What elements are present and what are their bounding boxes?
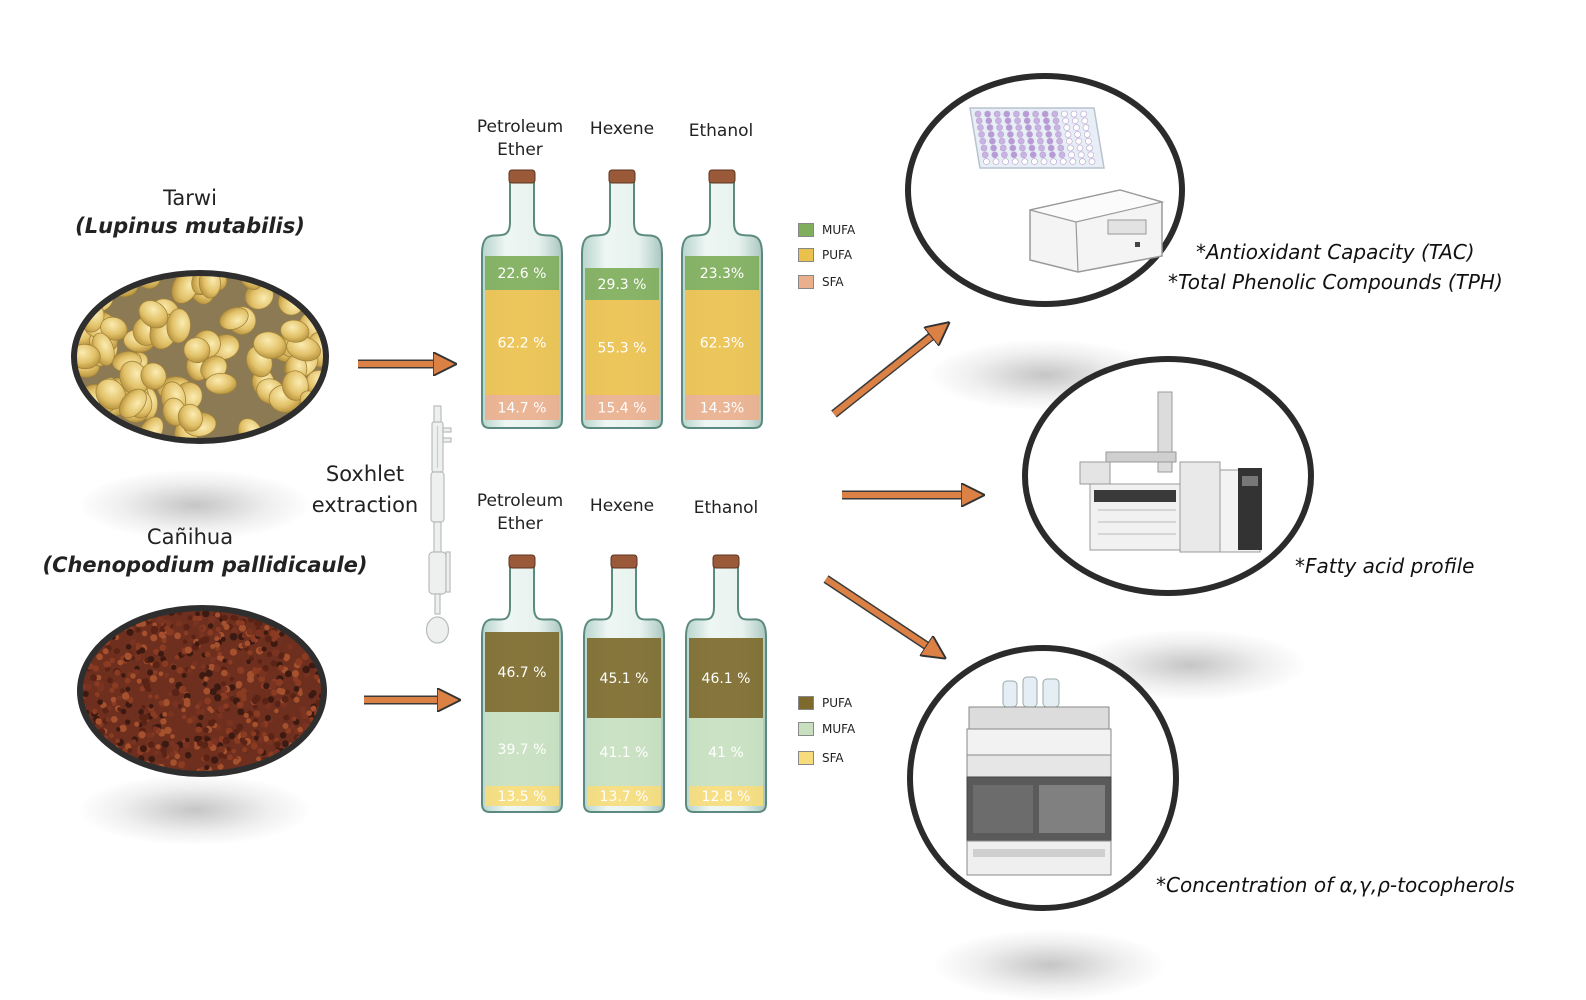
legend-bottom-mufa: MUFA bbox=[798, 722, 855, 736]
soxhlet-label: Soxhlet extraction bbox=[311, 462, 419, 517]
arrow-to-tocopherols bbox=[824, 576, 942, 656]
solvent-label-bottom-2: Hexene bbox=[589, 496, 655, 516]
bottle-top-2-pufa: 55.3 % bbox=[585, 300, 659, 395]
legend-top-mufa: MUFA bbox=[798, 223, 855, 237]
shadow-tarwi bbox=[80, 470, 310, 540]
svg-text:29.3 %: 29.3 % bbox=[598, 277, 647, 293]
gc-instrument-circle bbox=[1022, 356, 1314, 596]
arrow-to-antioxidant bbox=[832, 325, 946, 417]
solvent-label-top-2: Hexene bbox=[589, 119, 655, 139]
bottle-top-1-sfa: 14.7 % bbox=[485, 395, 559, 420]
solvent-label-bottom-3: Ethanol bbox=[693, 498, 759, 518]
gas-chromatograph-icon bbox=[1079, 391, 1262, 553]
bottle-bottom-1-mufa: 39.7 % bbox=[485, 712, 559, 786]
legend-bottom-pufa: PUFA bbox=[798, 696, 852, 710]
result-tocopherols: *Concentration of α,γ,ρ-tocopherols bbox=[1156, 873, 1515, 897]
svg-text:13.5 %: 13.5 % bbox=[498, 789, 547, 805]
svg-text:46.7 %: 46.7 % bbox=[498, 665, 547, 681]
svg-text:45.1 %: 45.1 % bbox=[600, 671, 649, 687]
legend-swatch bbox=[798, 248, 814, 262]
hplc-icon bbox=[966, 676, 1112, 876]
bottle-bottom-1-sfa: 13.5 % bbox=[485, 786, 559, 806]
bottle-top-1-mufa: 22.6 % bbox=[485, 256, 559, 290]
bottle-bottom-3-sfa: 12.8 % bbox=[689, 786, 763, 806]
result-tph: *Total Phenolic Compounds (TPH) bbox=[1168, 270, 1503, 294]
canihua-name: Cañihua bbox=[146, 525, 234, 549]
tarwi-scientific: (Lupinus mutabilis) bbox=[75, 214, 305, 238]
bottle-bottom-1-pufa: 46.7 % bbox=[485, 632, 559, 712]
tarwi-name: Tarwi bbox=[163, 186, 217, 210]
hplc-instrument-circle bbox=[907, 645, 1179, 911]
bottle-top-3-sfa: 14.3% bbox=[685, 395, 759, 420]
svg-text:41.1 %: 41.1 % bbox=[600, 745, 649, 761]
canihua-scientific: (Chenopodium pallidicaule) bbox=[42, 553, 368, 577]
legend-top-sfa: SFA bbox=[798, 275, 844, 289]
bottle-bottom-2-pufa: 45.1 % bbox=[587, 638, 661, 718]
svg-text:62.2 %: 62.2 % bbox=[498, 336, 547, 352]
svg-text:62.3%: 62.3% bbox=[700, 336, 744, 352]
legend-top-pufa: PUFA bbox=[798, 248, 852, 262]
microplate-reader-circle bbox=[905, 73, 1185, 307]
bottle-bottom-2-sfa: 13.7 % bbox=[587, 786, 661, 806]
svg-text:39.7 %: 39.7 % bbox=[498, 742, 547, 758]
bottle-top-2-mufa: 29.3 % bbox=[585, 268, 659, 300]
legend-swatch bbox=[798, 223, 814, 237]
svg-text:23.3%: 23.3% bbox=[700, 266, 744, 282]
soxhlet-apparatus-icon bbox=[425, 405, 452, 644]
tarwi-seeds-image bbox=[71, 270, 329, 444]
canihua-seeds-image bbox=[77, 605, 327, 777]
bottle-bottom-3-pufa: 46.1 % bbox=[689, 638, 763, 718]
svg-text:12.8 %: 12.8 % bbox=[702, 789, 751, 805]
svg-text:46.1 %: 46.1 % bbox=[702, 671, 751, 687]
legend-swatch bbox=[798, 275, 814, 289]
legend-bottom-sfa: SFA bbox=[798, 751, 844, 765]
svg-text:22.6 %: 22.6 % bbox=[498, 266, 547, 282]
bottle-bottom-3-mufa: 41 % bbox=[689, 718, 763, 786]
svg-text:13.7 %: 13.7 % bbox=[600, 789, 649, 805]
shadow-canihua bbox=[80, 775, 310, 845]
plate-reader-icon bbox=[1029, 189, 1165, 273]
svg-text:14.3%: 14.3% bbox=[700, 401, 744, 417]
result-fatty-acid: *Fatty acid profile bbox=[1295, 554, 1475, 578]
bottle-top-3-mufa: 23.3% bbox=[685, 256, 759, 290]
solvent-label-top-3: Ethanol bbox=[688, 121, 754, 141]
svg-text:41 %: 41 % bbox=[708, 745, 744, 761]
microplate-icon bbox=[969, 107, 1105, 169]
svg-text:14.7 %: 14.7 % bbox=[498, 401, 547, 417]
legend-swatch bbox=[798, 722, 814, 736]
svg-text:55.3 %: 55.3 % bbox=[598, 341, 647, 357]
svg-text:15.4 %: 15.4 % bbox=[598, 401, 647, 417]
bottle-top-2-sfa: 15.4 % bbox=[585, 395, 659, 420]
bottle-top-3-pufa: 62.3% bbox=[685, 290, 759, 395]
legend-swatch bbox=[798, 696, 814, 710]
bottle-top-1-pufa: 62.2 % bbox=[485, 290, 559, 395]
bottle-bottom-2-mufa: 41.1 % bbox=[587, 718, 661, 786]
legend-swatch bbox=[798, 751, 814, 765]
result-tac: *Antioxidant Capacity (TAC) bbox=[1196, 240, 1475, 264]
